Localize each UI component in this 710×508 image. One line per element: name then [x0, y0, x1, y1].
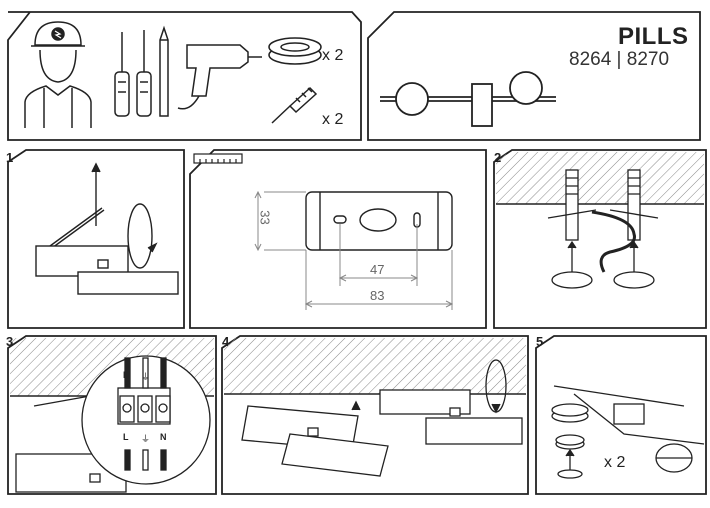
electrician-icon: [24, 21, 92, 128]
drilling-template-panel: 33 47 83: [188, 148, 488, 330]
drill-icon: [177, 44, 262, 110]
lamp-body-drawing: [241, 359, 523, 477]
step-2-number: 2: [494, 150, 502, 165]
dim-width-label: 83: [370, 288, 385, 303]
step-5-panel: 5 x 2: [534, 334, 710, 508]
wire-neutral-top: N: [160, 370, 167, 380]
product-codes: 8264 | 8270: [569, 49, 670, 70]
step-1-number: 1: [6, 150, 14, 165]
mounting-plate-drawing: [305, 191, 453, 251]
terminal-block-drawing: [81, 355, 211, 485]
wire-neutral-bottom: N: [160, 432, 167, 442]
dim-hole-spacing-label: 47: [370, 262, 385, 277]
step-5-qty-label: x 2: [604, 454, 626, 471]
wire-earth-bottom: ⏚: [141, 434, 151, 444]
wire-live-bottom: L: [123, 432, 129, 442]
wire-live-top: L: [123, 370, 129, 380]
product-name: PILLS: [618, 23, 689, 50]
pencil-icon: [159, 25, 169, 117]
step-3-panel: 3 L ⏚ N L ⏚ N: [0, 334, 218, 508]
wire-earth-top: ⏚: [141, 372, 151, 382]
step-4-number: 4: [222, 334, 230, 349]
mount-bar-drawing: [35, 162, 179, 295]
anchor-qty-label: x 2: [322, 47, 344, 64]
product-panel: PILLS 8264 | 8270: [366, 0, 710, 144]
step-5-number: 5: [536, 334, 544, 349]
step-3-number: 3: [6, 334, 14, 349]
step-1-panel: 1: [0, 148, 186, 330]
wall-plug-icon: [271, 86, 318, 124]
screwdriver-icon: [114, 30, 152, 117]
dim-height-label: 33: [257, 210, 273, 225]
rotate-arrow-icon: [551, 240, 655, 289]
lamp-product-icon: [380, 71, 556, 127]
ceiling-cup-icon: [268, 37, 322, 65]
step-2-panel: 2: [492, 148, 710, 330]
final-assembly-drawing: [551, 385, 705, 479]
wall-plug-drawing: [547, 169, 659, 273]
dimension-lines: [254, 190, 454, 310]
plug-qty-label: x 2: [322, 111, 344, 128]
tools-panel: x 2 x 2: [0, 0, 362, 144]
step-4-panel: 4: [220, 334, 532, 508]
ruler-icon: [193, 153, 243, 164]
